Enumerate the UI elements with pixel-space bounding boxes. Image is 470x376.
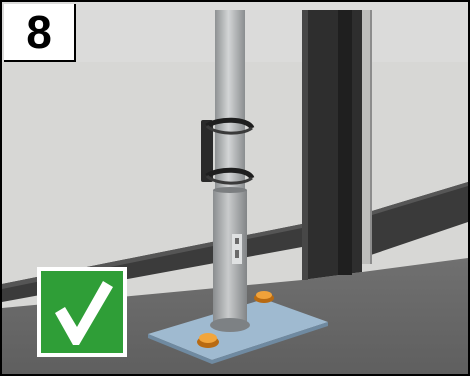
post-joint [213,187,247,193]
post-upper [215,10,245,190]
post-base-collar [210,318,250,332]
door-frame [302,10,362,280]
checkmark-background [41,271,123,353]
step-number: 8 [4,4,76,62]
post-label-mark [235,238,239,244]
door-frame-edge [338,10,352,275]
checkmark-icon [37,267,127,357]
post-label-mark [235,250,239,258]
door-frame-highlight [302,10,308,280]
door-gap-line [370,10,372,264]
